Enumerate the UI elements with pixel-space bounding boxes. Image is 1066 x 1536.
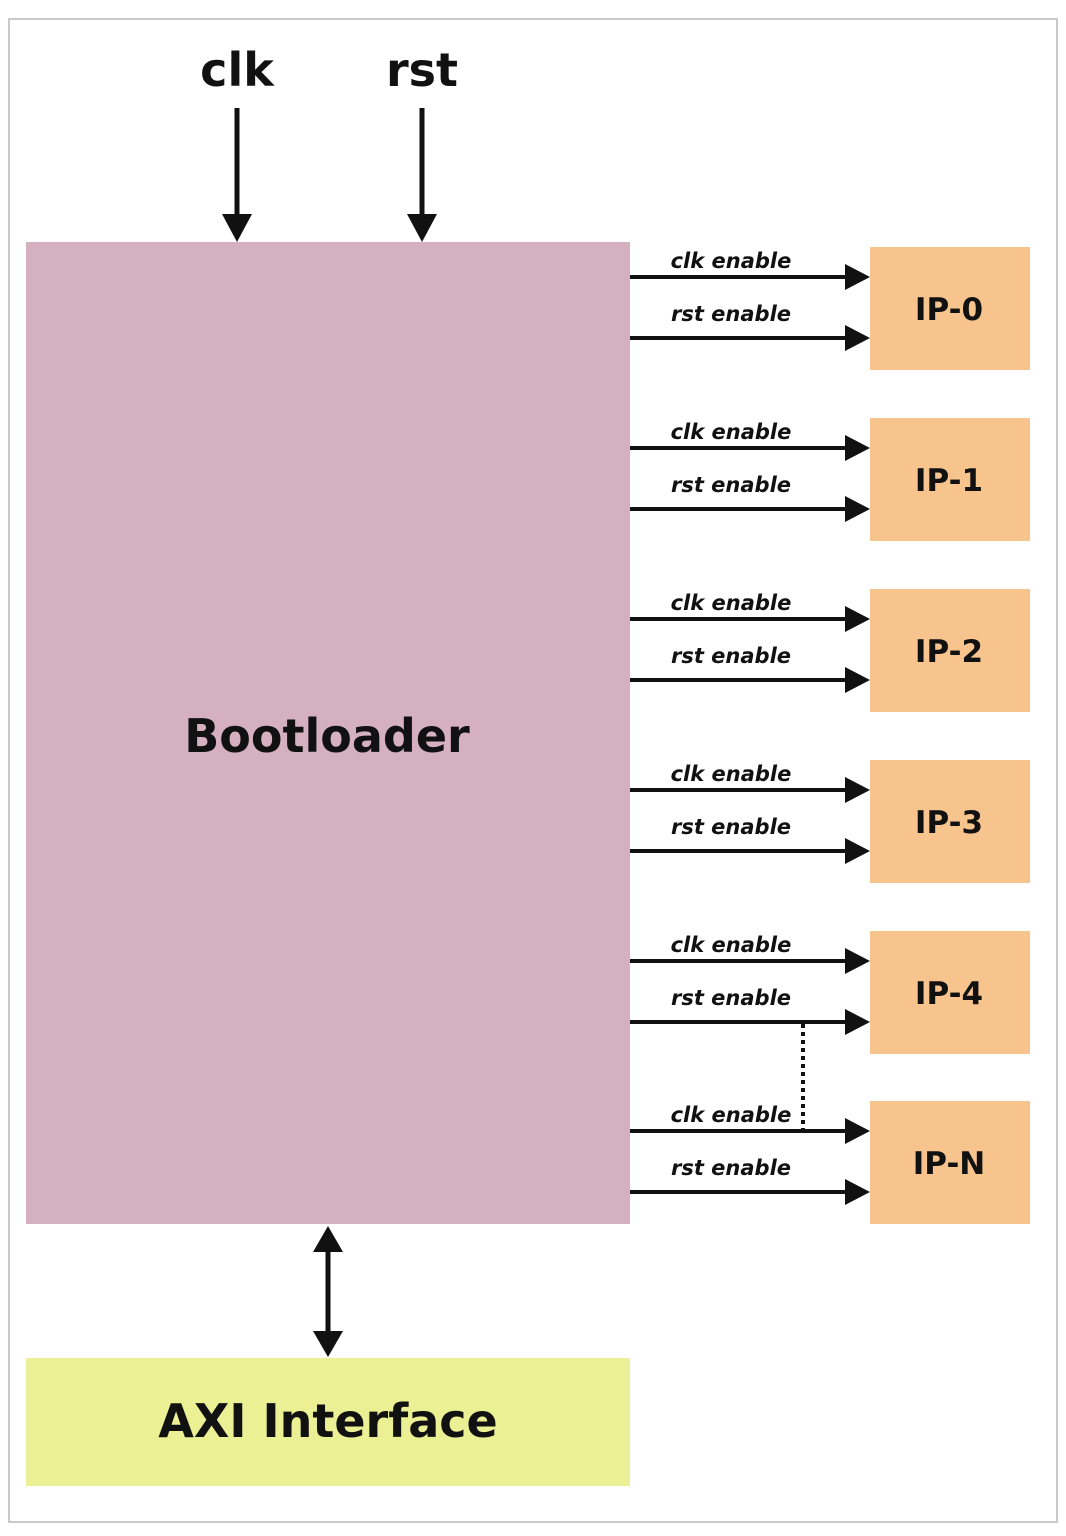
rst-enable-label: rst enable: [671, 302, 791, 326]
ip-block: [870, 931, 1030, 1054]
clk-input-label: clk: [200, 43, 275, 97]
ip-row: clk enable rst enable IP-0: [630, 247, 1030, 370]
ip-block-label: IP-0: [915, 292, 983, 328]
ip-block-label: IP-4: [915, 976, 983, 1012]
clk-enable-label: clk enable: [671, 762, 792, 786]
bootloader-block: [26, 242, 630, 1224]
ip-row: clk enable rst enable IP-N: [630, 1101, 1030, 1224]
rst-enable-arrow: [630, 838, 870, 864]
rst-input-label: rst: [386, 43, 458, 97]
rst-input-arrow: [407, 108, 437, 242]
clk-enable-arrow: [630, 777, 870, 803]
clk-enable-label: clk enable: [671, 933, 792, 957]
clk-enable-label: clk enable: [671, 420, 792, 444]
clk-enable-label: clk enable: [671, 1103, 792, 1127]
ip-row: clk enable rst enable IP-3: [630, 760, 1030, 883]
rst-enable-label: rst enable: [671, 986, 791, 1010]
rst-enable-arrow: [630, 667, 870, 693]
ip-block-label: IP-N: [913, 1146, 986, 1182]
diagram-frame: [8, 18, 1058, 1523]
bootloader-label: Bootloader: [184, 709, 470, 763]
ip-row: clk enable rst enable IP-4: [630, 931, 1030, 1054]
rst-enable-arrow: [630, 325, 870, 351]
rst-enable-arrow: [630, 1179, 870, 1205]
clk-enable-arrow: [630, 1118, 870, 1144]
rst-enable-label: rst enable: [671, 1156, 791, 1180]
axi-interface-label: AXI Interface: [158, 1394, 497, 1448]
ip-block: [870, 418, 1030, 541]
ip-block-label: IP-2: [915, 634, 983, 670]
clk-enable-arrow: [630, 606, 870, 632]
ip-block: [870, 589, 1030, 712]
rst-enable-label: rst enable: [671, 644, 791, 668]
rst-enable-label: rst enable: [671, 815, 791, 839]
ip-block-label: IP-3: [915, 805, 983, 841]
ip-block: [870, 1101, 1030, 1224]
ip-rows: clk enable rst enable IP-0 clk enable rst en…: [630, 247, 1030, 1224]
rst-enable-arrow: [630, 496, 870, 522]
axi-interface-block: [26, 1358, 630, 1486]
ip-block-label: IP-1: [915, 463, 983, 499]
clk-enable-arrow: [630, 264, 870, 290]
ip-block: [870, 247, 1030, 370]
clk-enable-label: clk enable: [671, 249, 792, 273]
ip-row: clk enable rst enable IP-2: [630, 589, 1030, 712]
rst-enable-arrow: [630, 1009, 870, 1035]
clk-enable-arrow: [630, 948, 870, 974]
ip-block: [870, 760, 1030, 883]
bootloader-axi-link: [313, 1226, 343, 1357]
clk-input-arrow: [222, 108, 252, 242]
rst-enable-label: rst enable: [671, 473, 791, 497]
clk-enable-arrow: [630, 435, 870, 461]
clk-enable-label: clk enable: [671, 591, 792, 615]
ip-row: clk enable rst enable IP-1: [630, 418, 1030, 541]
